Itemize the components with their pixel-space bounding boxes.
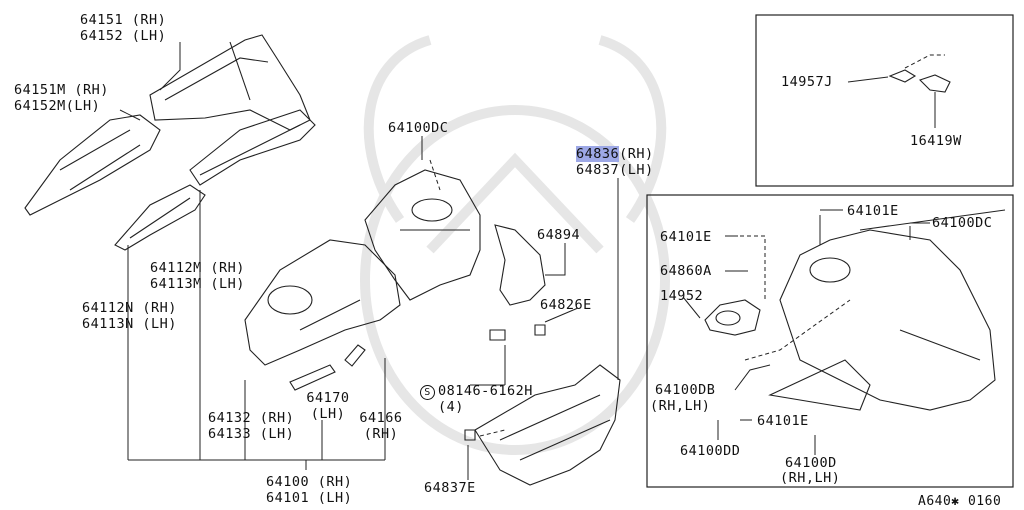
watermark-emblem bbox=[360, 35, 670, 455]
label-14952: 14952 bbox=[660, 288, 704, 304]
label-16419w: 16419W bbox=[910, 133, 962, 149]
label-64837e: 64837E bbox=[424, 480, 476, 496]
label-64100db-side: (RH,LH) bbox=[650, 398, 711, 414]
label-64101: 64101 (LH) bbox=[266, 490, 353, 506]
label-64112n: 64112N (RH) bbox=[82, 300, 177, 316]
label-64113n: 64113N (LH) bbox=[82, 316, 177, 332]
label-64166: 64166 bbox=[359, 410, 403, 426]
part-14957j bbox=[888, 69, 917, 83]
label-64100db: 64100DB bbox=[655, 382, 716, 398]
part-16419w bbox=[918, 74, 951, 93]
label-64170-side: (LH) bbox=[310, 406, 346, 422]
part-64837 bbox=[474, 364, 621, 486]
diagram-reference-code: A640✱ 0160 bbox=[918, 494, 1002, 509]
part-strut-tower bbox=[364, 169, 481, 301]
label-64101e-top: 64101E bbox=[847, 203, 899, 219]
part-64894 bbox=[494, 224, 546, 306]
label-64894: 64894 bbox=[537, 227, 581, 243]
label-64836: 64836(RH) bbox=[576, 146, 654, 162]
label-64101e-bottom: 64101E bbox=[757, 413, 809, 429]
label-64837: 64837(LH) bbox=[576, 162, 654, 178]
inset-box-hose bbox=[755, 14, 1014, 187]
label-08146-qty: (4) bbox=[438, 399, 464, 415]
label-64100dd: 64100DD bbox=[680, 443, 741, 459]
part-64166 bbox=[344, 344, 366, 367]
part-64151 bbox=[149, 34, 311, 131]
leader-lines bbox=[119, 42, 945, 480]
part-shapes bbox=[24, 34, 1006, 486]
part-64151m bbox=[24, 114, 161, 216]
label-64152m: 64152M(LH) bbox=[14, 98, 101, 114]
label-64151m: 64151M (RH) bbox=[14, 82, 109, 98]
label-64826e: 64826E bbox=[540, 297, 592, 313]
label-64133: 64133 (LH) bbox=[208, 426, 295, 442]
label-64101e-left: 64101E bbox=[660, 229, 712, 245]
label-64166-side: (RH) bbox=[363, 426, 399, 442]
label-64170: 64170 bbox=[306, 390, 350, 406]
label-64113m: 64113M (LH) bbox=[150, 276, 245, 292]
label-64100dc-right: 64100DC bbox=[932, 215, 993, 231]
circled-s-icon: S bbox=[420, 385, 435, 400]
part-64170 bbox=[289, 364, 336, 391]
label-64152: 64152 (LH) bbox=[80, 28, 167, 44]
label-64132: 64132 (RH) bbox=[208, 410, 295, 426]
label-64860a: 64860A bbox=[660, 263, 712, 279]
label-64100d-side: (RH,LH) bbox=[780, 470, 841, 486]
part-14952 bbox=[704, 299, 761, 336]
part-64112m bbox=[189, 109, 316, 186]
label-64100dc-top: 64100DC bbox=[388, 120, 449, 136]
label-64112m: 64112M (RH) bbox=[150, 260, 245, 276]
part-inset-tower bbox=[779, 229, 996, 411]
label-64100d: 64100D bbox=[785, 455, 837, 471]
label-64100: 64100 (RH) bbox=[266, 474, 353, 490]
label-14957j: 14957J bbox=[781, 74, 833, 90]
part-64100 bbox=[244, 239, 401, 366]
inset-box-detail bbox=[646, 194, 1014, 488]
part-bolt bbox=[489, 329, 506, 341]
label-64151: 64151 (RH) bbox=[80, 12, 167, 28]
highlight-64836: 64836 bbox=[576, 146, 620, 162]
